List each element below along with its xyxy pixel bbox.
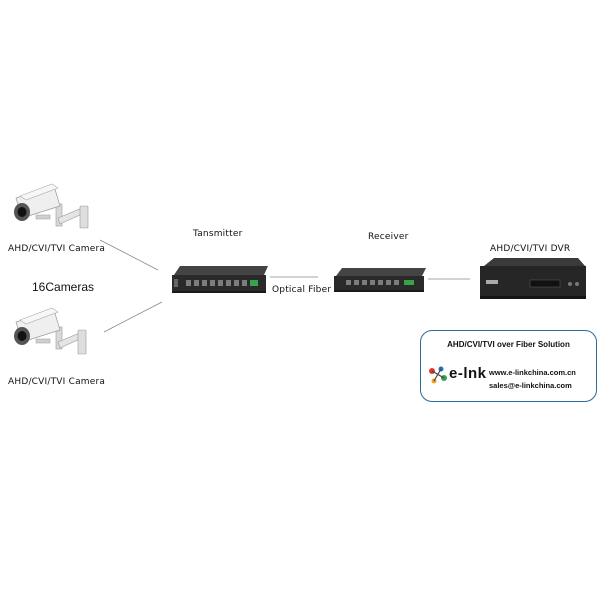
camera-bottom-link — [103, 301, 163, 333]
transmitter-label: Tansmitter — [193, 229, 243, 239]
camera-top-label: AHD/CVI/TVI Camera — [8, 244, 106, 254]
receiver-label: Receiver — [368, 232, 409, 242]
website-text: www.e-linkchina.com.cn — [489, 368, 576, 377]
e-link-logo-icon — [429, 366, 447, 384]
dvr-label: AHD/CVI/TVI DVR — [490, 244, 571, 254]
camera-top-icon — [14, 183, 89, 229]
camera-bottom-label: AHD/CVI/TVI Camera — [8, 377, 106, 387]
dvr-device-icon — [480, 258, 586, 299]
receiver-device-icon — [334, 268, 426, 292]
transmitter-device-icon — [172, 266, 268, 293]
email-text: sales@e-linkchina.com — [489, 381, 572, 390]
camera-bottom-icon — [14, 307, 87, 355]
solution-title: AHD/CVI/TVI over Fiber Solution — [447, 340, 570, 349]
solution-info-box: AHD/CVI/TVI over Fiber Solution e-lnk ww… — [420, 330, 597, 402]
optical-fiber-label: Optical Fiber — [272, 285, 332, 295]
camera-count-label: 16Cameras — [32, 280, 95, 294]
brand-name: e-lnk — [449, 365, 487, 382]
camera-top-link — [99, 239, 159, 271]
